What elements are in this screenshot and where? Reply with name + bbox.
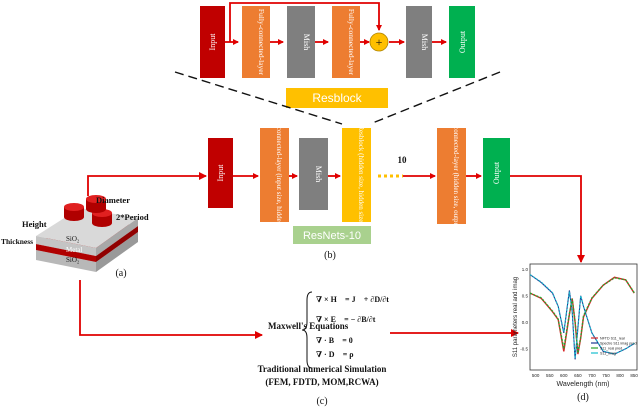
rb-mish2-text: Mish — [420, 34, 429, 50]
equation-1: ∇ × H⃗ = J⃗ + ∂D/∂t — [316, 295, 389, 304]
net-input-text: Input — [216, 164, 225, 182]
x-tick-label: 600 — [560, 373, 568, 378]
substrate-front — [36, 250, 96, 272]
y-tick-label: 1.0 — [522, 267, 529, 272]
rb-input-text: Input — [208, 33, 217, 51]
net-fc-out-block — [437, 128, 466, 224]
substrate-side — [96, 232, 138, 272]
label-period: 2*Period — [116, 212, 149, 222]
x-tick-labels: 500 550 600 650 700 750 800 850 — [532, 373, 639, 378]
maxwell-text: Maxwell's Equations — [268, 321, 349, 331]
rb-add-symbol: + — [376, 35, 383, 49]
sio2-front — [36, 236, 96, 256]
rb-input-block — [200, 6, 225, 78]
sim-methods: (FEM, FDTD, MOM,RCWA) — [265, 377, 378, 387]
arrow-structure-to-sim — [79, 280, 263, 339]
equation-2: ∇ × E⃗ = − ∂B/∂t — [316, 315, 376, 324]
rb-output-text: Output — [458, 30, 467, 53]
caption-b: (b) — [324, 250, 336, 261]
skip-connection — [229, 2, 382, 42]
arrow-net-to-plot — [510, 175, 585, 263]
net-fc-in-block — [260, 128, 289, 222]
simulation-block: Maxwell's Equations ∇ × H⃗ = J⃗ + ∂D/∂t … — [258, 291, 389, 407]
resblock-label: Resblock — [312, 91, 362, 105]
rb-fc1-block — [242, 6, 270, 78]
x-tick-label: 800 — [616, 373, 624, 378]
x-tick-label: 550 — [546, 373, 554, 378]
resblock-label-band — [286, 88, 388, 108]
rb-mish2-block — [406, 6, 432, 78]
equation-brace — [301, 291, 313, 369]
x-tick-label: 500 — [532, 373, 540, 378]
sim-title: Traditional numerical Simulation — [258, 364, 387, 374]
rb-fc2-text: Fully-connected-layer — [347, 9, 356, 76]
pillar — [86, 195, 106, 213]
legend-label: Spectre S11 imag pred — [600, 341, 637, 345]
y-tick-label: -0.5 — [520, 346, 528, 351]
resnet-diagram: Input Fully-connected-layer (input size,… — [208, 109, 510, 261]
rb-fc2-block — [332, 6, 360, 78]
net-fc-in-text: Fully-connected-layer (input size, hidde… — [275, 110, 283, 241]
net-mish-block — [299, 138, 328, 210]
net-output-block — [483, 138, 510, 208]
net-resblock-block — [342, 128, 371, 222]
y-tick-label: 0.0 — [522, 320, 529, 325]
legend-label: NFTD S11_real — [600, 336, 625, 340]
x-tick-label: 750 — [602, 373, 610, 378]
series-line — [529, 277, 635, 354]
net-input-block — [208, 138, 233, 208]
y-tick-label: 0.5 — [522, 293, 529, 298]
plot-ylabel: S11 parameters real and imag — [513, 277, 519, 357]
series-line — [529, 274, 635, 359]
plot-xlabel: Wavelength (nm) — [556, 381, 609, 388]
metal-side — [96, 226, 138, 262]
equation-3: ∇ · B⃗ = 0 — [316, 336, 353, 345]
zoom-line-right — [369, 71, 501, 125]
caption-c: (c) — [316, 396, 327, 407]
label-sio2-top: SiO₂ — [66, 235, 80, 243]
equation-4: ∇ · D⃗ = ρ — [316, 350, 354, 359]
sio2-side — [96, 218, 138, 256]
rb-mish1-block — [287, 6, 315, 78]
caption-d: (d) — [577, 392, 589, 403]
pillar — [64, 203, 84, 221]
label-sio2-bottom: SiO₂ — [66, 256, 80, 264]
rb-fc1-text: Fully-connected-layer — [257, 9, 266, 76]
label-diameter: Diameter — [96, 195, 130, 205]
s11-plot: S11 parameters real and imag Wavelength … — [513, 263, 639, 403]
metal-front — [36, 244, 96, 262]
label-metal: Metal — [66, 246, 82, 254]
y-tick-labels: 1.0 0.5 0.0 -0.5 — [520, 267, 528, 352]
x-tick-label: 650 — [574, 373, 582, 378]
label-height: Height — [22, 219, 47, 229]
x-tick-label: 700 — [588, 373, 596, 378]
maxwell-label: Maxwell's Equations — [268, 321, 349, 331]
sio2-top-face — [36, 208, 138, 248]
rb-output-block — [449, 6, 475, 78]
net-fc-out-text: Fully-connected-layer (hidden size, outp… — [452, 109, 460, 244]
resnets-label: ResNets-10 — [303, 230, 361, 242]
rb-mish1-text: Mish — [302, 34, 311, 50]
repeat-count: 10 — [398, 155, 408, 165]
plot-series — [529, 274, 635, 360]
metasurface-structure: Height Diameter 2*Period Thickness SiO₂ … — [1, 195, 149, 279]
resnets-label-band — [293, 226, 371, 244]
legend-label: S11_imag — [600, 351, 616, 355]
x-tick-label: 850 — [630, 373, 638, 378]
net-output-text: Output — [492, 161, 501, 184]
legend-label: S11_real pred — [600, 346, 622, 350]
caption-a: (a) — [115, 268, 126, 279]
rb-add-node — [369, 32, 389, 52]
net-mish-text: Mish — [314, 166, 323, 182]
zoom-line-left — [174, 71, 343, 125]
label-thickness: Thickness — [1, 237, 33, 246]
resblock-detail: Input Fully-connected-layer Mish Fully-c… — [200, 2, 475, 108]
arrow-structure-to-net — [87, 172, 207, 196]
net-resblock-text: Resblock (hidden size, hidden size) — [357, 125, 365, 225]
